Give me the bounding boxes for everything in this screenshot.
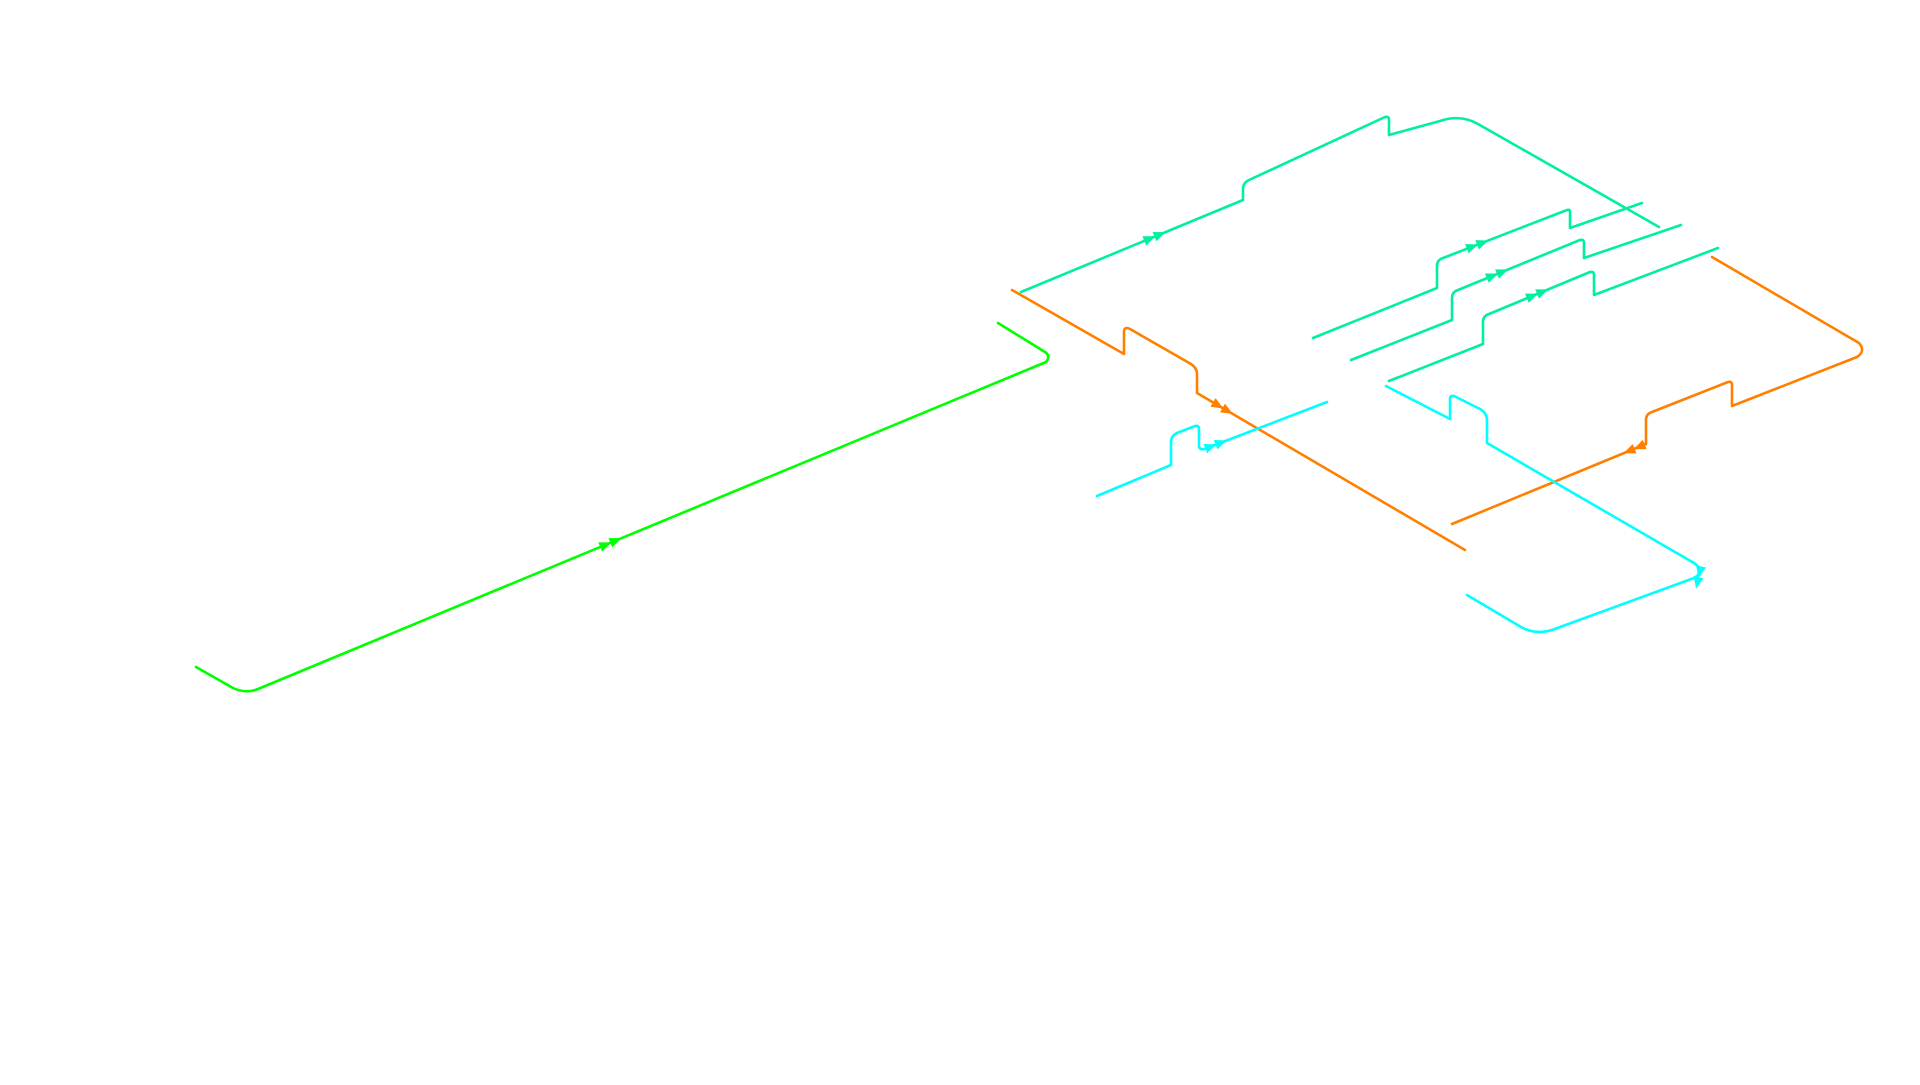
green-pipe-line bbox=[194, 321, 1050, 693]
teal-c-arrow-head-2 bbox=[1535, 289, 1549, 299]
cyan-small-arrow-head-1 bbox=[1203, 443, 1217, 454]
cyan-pipe-line-small bbox=[1095, 400, 1329, 498]
orange-pipe-line-left bbox=[1010, 288, 1467, 552]
orange-right-arrow-head-2 bbox=[1623, 444, 1637, 454]
teal-pipe-line-top bbox=[1019, 115, 1661, 294]
teal-pipe-line-c bbox=[1387, 246, 1720, 383]
cyan-right-arrow-head-2 bbox=[1693, 576, 1704, 589]
teal-b-arrow-head-1 bbox=[1484, 273, 1498, 283]
cyan-flow-arrow-small bbox=[1203, 440, 1227, 454]
teal-pipe-path-a bbox=[1311, 201, 1644, 340]
teal-flow-arrow-c bbox=[1524, 289, 1549, 303]
orange-left-arrow-head-1 bbox=[1210, 398, 1224, 409]
teal-top-arrow-head-2 bbox=[1152, 232, 1166, 242]
teal-pipe-path-b bbox=[1349, 223, 1683, 362]
teal-c-arrow-head-1 bbox=[1524, 293, 1538, 303]
cyan-small-arrow-head-2 bbox=[1213, 440, 1227, 450]
green-pipe-path bbox=[194, 321, 1050, 693]
teal-a-arrow-head-2 bbox=[1475, 240, 1489, 250]
teal-top-arrow-head-1 bbox=[1142, 236, 1156, 246]
cyan-pipe-path-small bbox=[1095, 400, 1329, 498]
orange-left-arrow-head-2 bbox=[1219, 403, 1233, 415]
teal-b-arrow-head-2 bbox=[1495, 269, 1509, 279]
teal-pipe-path-c bbox=[1387, 246, 1720, 383]
green-arrow-head-1 bbox=[598, 542, 612, 552]
orange-flow-arrow-right bbox=[1623, 439, 1647, 454]
cyan-right-arrow-head-1 bbox=[1696, 565, 1706, 579]
orange-flow-arrow-left bbox=[1210, 398, 1233, 415]
green-flow-arrow bbox=[598, 538, 622, 552]
teal-flow-arrow-a bbox=[1465, 240, 1489, 254]
cyan-pipe-path-right bbox=[1384, 384, 1702, 634]
teal-flow-arrow-b bbox=[1484, 269, 1509, 283]
teal-pipe-line-a bbox=[1311, 201, 1644, 340]
green-arrow-head-2 bbox=[608, 538, 622, 548]
teal-flow-arrow-top bbox=[1142, 232, 1166, 246]
cyan-pipe-line-right bbox=[1384, 384, 1706, 634]
orange-pipe-path-right bbox=[1450, 255, 1864, 526]
cyan-flow-arrow-right bbox=[1693, 565, 1706, 589]
orange-right-arrow-head-1 bbox=[1633, 439, 1647, 450]
orange-pipe-line-right bbox=[1450, 255, 1864, 526]
teal-pipe-path-top bbox=[1019, 115, 1661, 294]
orange-pipe-path-left bbox=[1010, 288, 1467, 552]
teal-pipe-line-b bbox=[1349, 223, 1683, 362]
teal-a-arrow-head-1 bbox=[1465, 244, 1479, 254]
